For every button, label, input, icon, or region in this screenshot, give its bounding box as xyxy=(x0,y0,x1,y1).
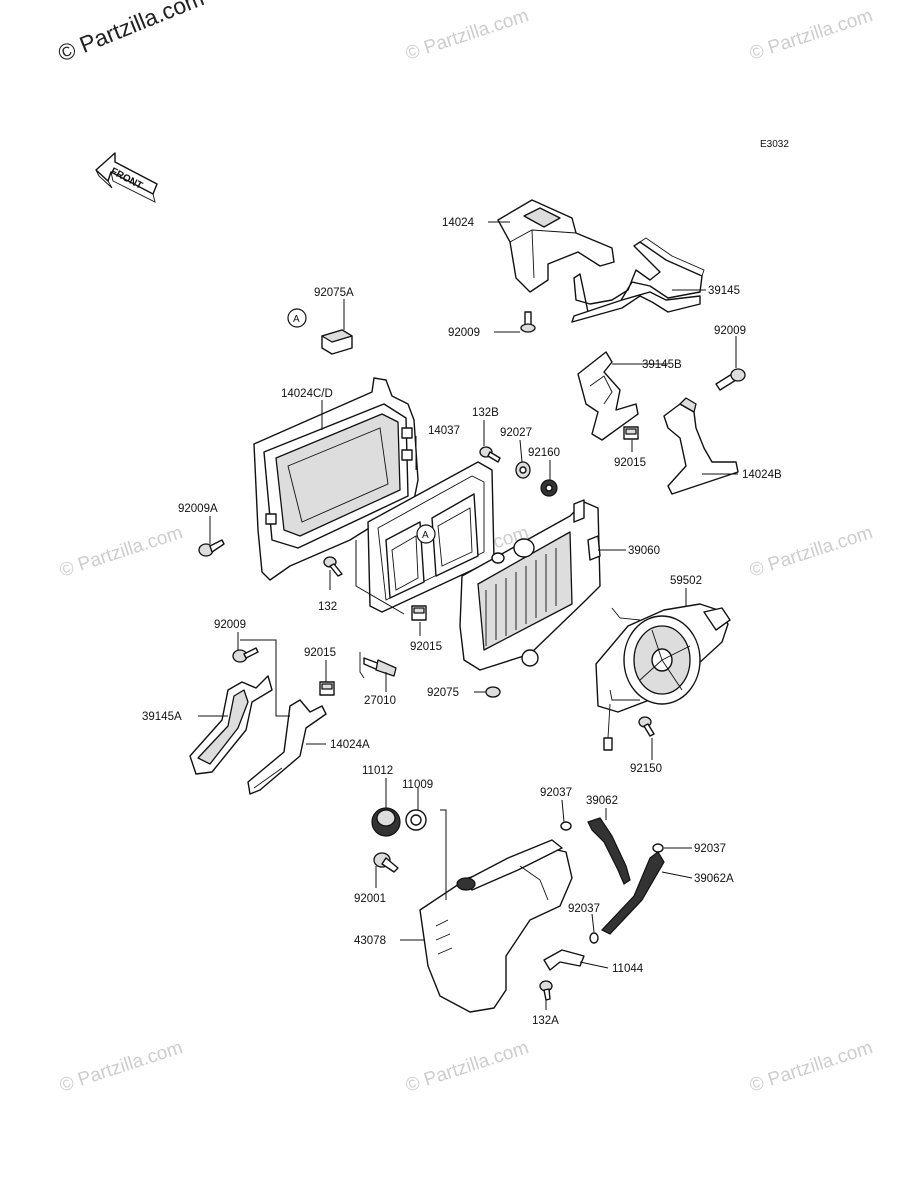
clamp-92037-b[interactable] xyxy=(652,843,664,853)
front-arrow-icon: FRONT xyxy=(95,152,158,203)
label-92009-right: 92009 xyxy=(714,325,746,337)
label-92027: 92027 xyxy=(500,427,532,439)
collar-92027[interactable] xyxy=(515,461,531,479)
clamp-92037-c[interactable] xyxy=(589,932,599,944)
label-92015-mid: 92015 xyxy=(410,641,442,653)
bolt-92009-left[interactable] xyxy=(232,647,259,663)
watermark: © Partzilla.com xyxy=(403,1037,531,1097)
bolt-132B[interactable] xyxy=(479,446,501,463)
label-11044: 11044 xyxy=(612,963,644,975)
label-132: 132 xyxy=(318,601,337,613)
label-39145B: 39145B xyxy=(642,359,682,371)
clip-92015-right[interactable] xyxy=(623,426,639,440)
label-14024B: 14024B xyxy=(742,469,782,481)
bracket-14024[interactable] xyxy=(497,199,615,293)
watermark: © Partzilla.com xyxy=(57,522,185,582)
bolt-92009-right[interactable] xyxy=(715,368,746,391)
damper-92160[interactable] xyxy=(540,479,558,497)
part-labels: 14024 39145 92075A 92009 92009 39145B 14… xyxy=(142,217,782,1027)
bracket-11044[interactable] xyxy=(543,949,585,971)
watermark: © Partzilla.com xyxy=(747,1037,875,1097)
callout-a-label: A xyxy=(293,314,300,325)
bolt-92009A[interactable] xyxy=(198,539,225,557)
clip-92075A[interactable] xyxy=(321,329,353,355)
label-92015-right: 92015 xyxy=(614,457,646,469)
label-132A: 132A xyxy=(532,1015,559,1027)
label-11009: 11009 xyxy=(402,779,433,791)
tank-43078[interactable] xyxy=(419,839,573,1013)
watermark: © Partzilla.com xyxy=(57,1037,185,1097)
label-43078: 43078 xyxy=(354,935,386,947)
cap-11012[interactable] xyxy=(371,807,401,837)
cover-14024CD[interactable] xyxy=(253,377,419,581)
bolt-132[interactable] xyxy=(323,556,343,577)
label-14024: 14024 xyxy=(442,217,475,229)
clip-92015-mid[interactable] xyxy=(411,605,427,621)
callout-a-label: A xyxy=(422,530,429,541)
label-132B: 132B xyxy=(472,407,499,419)
label-92009-left: 92009 xyxy=(214,619,246,631)
clip-92015-left[interactable] xyxy=(319,681,335,696)
duct-39145B[interactable] xyxy=(577,351,639,441)
duct-39145[interactable] xyxy=(571,237,705,323)
label-14037: 14037 xyxy=(428,425,460,437)
gasket-11009[interactable] xyxy=(405,809,427,831)
leader-lines xyxy=(198,221,738,1010)
label-14024A: 14024A xyxy=(330,739,370,751)
label-39145: 39145 xyxy=(708,285,740,297)
bolt-92150[interactable] xyxy=(638,716,655,737)
watermark-top-left: © Partzilla.com xyxy=(54,0,207,67)
label-92009A: 92009A xyxy=(178,503,218,515)
label-92037-c: 92037 xyxy=(568,903,600,915)
label-11012: 11012 xyxy=(362,765,393,777)
bolt-132A[interactable] xyxy=(539,980,553,1001)
bracket-14024B[interactable] xyxy=(663,397,739,495)
diagram-code: E3032 xyxy=(760,139,789,150)
label-39062A: 39062A xyxy=(694,873,734,885)
bracket-14024A[interactable] xyxy=(247,699,327,795)
hose-39062[interactable] xyxy=(587,817,631,885)
clamp-92037-a[interactable] xyxy=(560,821,572,831)
watermark: © Partzilla.com xyxy=(747,5,875,65)
sensor-27010[interactable] xyxy=(359,652,397,679)
label-92150: 92150 xyxy=(630,763,662,775)
hose-39062A[interactable] xyxy=(601,851,665,935)
label-39062: 39062 xyxy=(586,795,618,807)
label-39060: 39060 xyxy=(628,545,660,557)
label-59502: 59502 xyxy=(670,575,702,587)
label-92037-a: 92037 xyxy=(540,787,572,799)
duct-39145A[interactable] xyxy=(189,675,273,775)
bolt-92001[interactable] xyxy=(373,852,399,873)
damper-92075[interactable] xyxy=(485,686,501,698)
watermark: © Partzilla.com xyxy=(403,5,531,65)
label-92075A: 92075A xyxy=(314,287,354,299)
label-27010: 27010 xyxy=(364,695,396,707)
label-92160: 92160 xyxy=(528,447,560,459)
callout-a-icon: A xyxy=(287,308,307,328)
bolt-92009-top[interactable] xyxy=(520,311,536,333)
label-39145A: 39145A xyxy=(142,711,182,723)
label-92015-left: 92015 xyxy=(304,647,336,659)
label-92009-top: 92009 xyxy=(448,327,480,339)
callout-a-icon: A xyxy=(416,524,436,544)
label-14024CD: 14024C/D xyxy=(281,388,333,400)
screen-14037[interactable] xyxy=(367,461,495,613)
watermark: © Partzilla.com xyxy=(747,522,875,582)
label-92037-b: 92037 xyxy=(694,843,726,855)
radiator-39060[interactable] xyxy=(459,499,601,671)
fan-59502[interactable] xyxy=(595,603,731,751)
label-92001: 92001 xyxy=(354,893,386,905)
label-92075: 92075 xyxy=(427,687,459,699)
